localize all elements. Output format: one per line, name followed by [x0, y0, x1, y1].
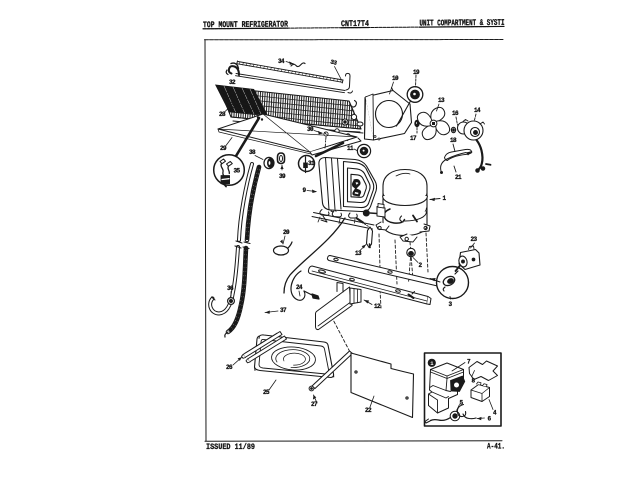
svg-text:18: 18	[450, 137, 457, 144]
svg-text:2: 2	[418, 262, 422, 269]
svg-text:20: 20	[283, 229, 290, 236]
svg-text:25: 25	[263, 389, 270, 396]
svg-text:30: 30	[307, 126, 314, 133]
svg-text:29: 29	[220, 145, 227, 152]
svg-text:8: 8	[471, 378, 475, 385]
svg-text:35: 35	[233, 168, 240, 175]
svg-text:CNT17T4: CNT17T4	[341, 19, 369, 29]
svg-text:14: 14	[474, 107, 481, 114]
svg-text:UNIT COMPARTMENT & SYSTI: UNIT COMPARTMENT & SYSTI	[419, 18, 504, 29]
svg-text:3: 3	[448, 301, 452, 308]
svg-text:13: 13	[355, 250, 362, 257]
svg-text:6: 6	[487, 416, 491, 423]
svg-text:21: 21	[455, 174, 462, 181]
svg-text:7: 7	[467, 359, 471, 366]
svg-text:24: 24	[296, 284, 303, 291]
svg-text:31: 31	[308, 160, 315, 167]
svg-text:39: 39	[279, 173, 286, 180]
svg-text:12: 12	[374, 303, 381, 310]
svg-text:36: 36	[227, 285, 234, 292]
svg-text:34: 34	[278, 58, 285, 65]
svg-text:A-41.: A-41.	[487, 442, 505, 452]
svg-text:13: 13	[438, 97, 445, 104]
svg-text:11: 11	[347, 145, 354, 152]
svg-text:37: 37	[280, 307, 287, 314]
svg-text:4: 4	[493, 410, 497, 417]
svg-text:5: 5	[459, 400, 463, 407]
svg-text:23: 23	[470, 236, 477, 243]
svg-text:TOP MOUNT REFRIGERATOR: TOP MOUNT REFRIGERATOR	[203, 20, 289, 31]
svg-text:22: 22	[365, 407, 372, 414]
svg-text:17: 17	[410, 135, 417, 142]
svg-text:26: 26	[226, 364, 233, 371]
svg-text:19: 19	[413, 69, 420, 76]
svg-text:27: 27	[311, 401, 318, 408]
svg-text:1: 1	[430, 360, 434, 367]
svg-text:32: 32	[229, 79, 236, 86]
svg-text:10: 10	[392, 75, 399, 82]
svg-text:9: 9	[302, 187, 306, 194]
svg-text:ISSUED 11/89: ISSUED 11/89	[206, 442, 255, 452]
svg-text:33: 33	[330, 58, 339, 66]
svg-text:28: 28	[219, 111, 226, 118]
svg-text:16: 16	[452, 110, 459, 117]
svg-text:1: 1	[442, 195, 446, 202]
svg-text:38: 38	[249, 149, 256, 156]
